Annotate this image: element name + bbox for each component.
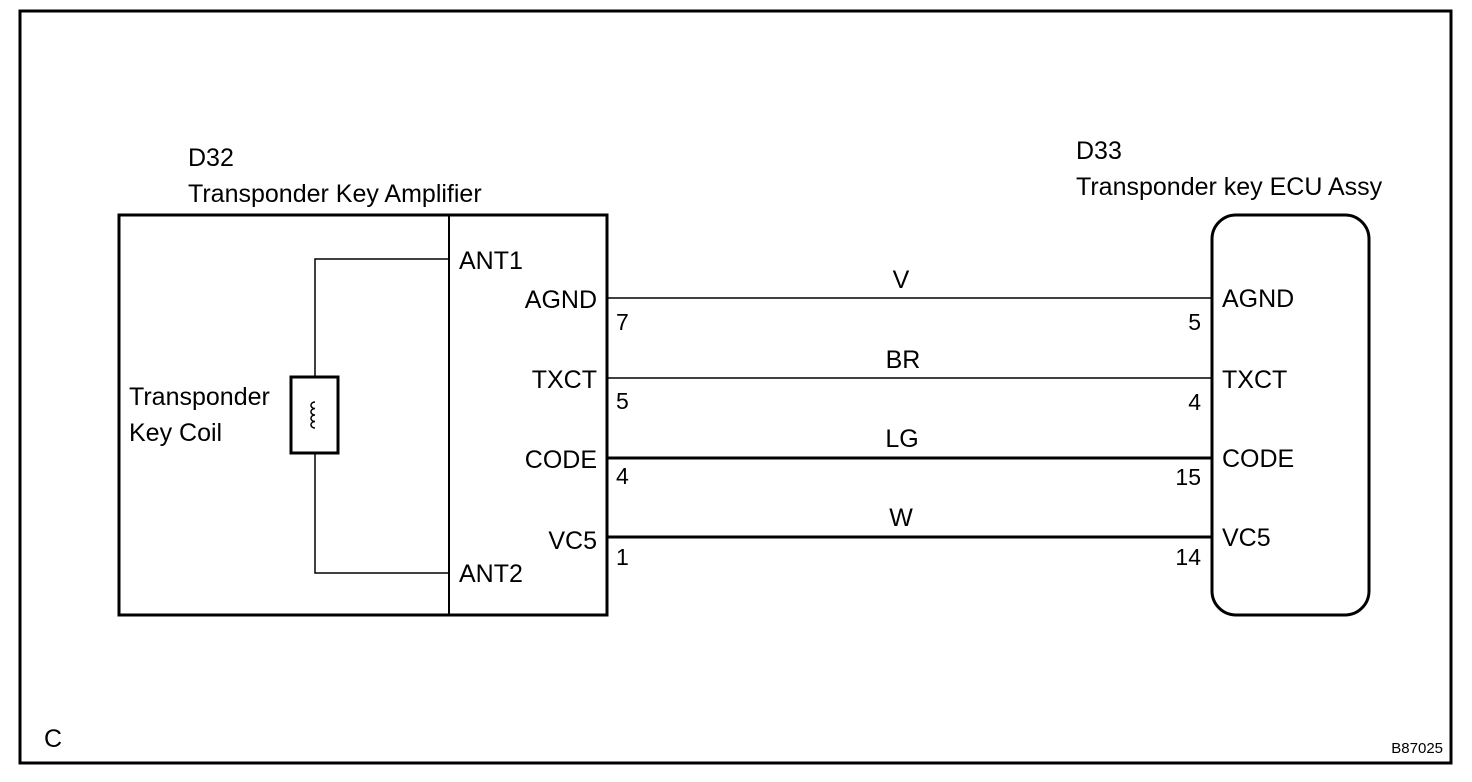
left-signal-label: VC5 [548, 527, 597, 555]
corner-letter: C [44, 725, 62, 753]
left-signal-label: CODE [525, 446, 597, 474]
antenna-pin-label: ANT1 [459, 247, 523, 275]
diagram-frame [18, 9, 1453, 765]
right-pin-number: 14 [1175, 544, 1201, 570]
right-signal-label: CODE [1222, 445, 1294, 473]
left-pin-number: 7 [616, 309, 629, 335]
right-signal-label: VC5 [1222, 524, 1271, 552]
ecu-box [1210, 213, 1371, 617]
coil-wire-top [314, 258, 449, 377]
left-pin-number: 1 [616, 544, 629, 570]
wire-color-code: LG [885, 425, 918, 453]
coil-icon [289, 375, 340, 455]
amplifier-box [117, 213, 609, 617]
amplifier-name: Transponder Key Amplifier [188, 180, 482, 208]
figure-id: B87025 [1391, 740, 1443, 757]
right-pin-number: 4 [1188, 389, 1201, 415]
ecu-name: Transponder key ECU Assy [1076, 173, 1383, 201]
right-pin-number: 5 [1188, 309, 1201, 335]
left-signal-label: AGND [525, 286, 597, 314]
wire-color-code: W [889, 504, 913, 532]
wire-color-code: V [893, 266, 910, 294]
wire-agnd: AGND 7 V 5 AGND [525, 266, 1294, 335]
wire-txct: TXCT 5 BR 4 TXCT [532, 346, 1288, 415]
right-signal-label: AGND [1222, 285, 1294, 313]
left-pin-number: 4 [616, 463, 629, 489]
coil-label-line2: Key Coil [129, 419, 222, 447]
right-pin-number: 15 [1175, 464, 1201, 490]
antenna-pin-label: ANT2 [459, 560, 523, 588]
left-pin-number: 5 [616, 388, 629, 414]
ecu-code: D33 [1076, 137, 1122, 165]
left-signal-label: TXCT [532, 366, 597, 394]
coil-label-line1: Transponder [129, 383, 270, 411]
wire-code: CODE 4 LG 15 CODE [525, 425, 1294, 490]
wire-vc5: VC5 1 W 14 VC5 [548, 504, 1270, 570]
amplifier-code: D32 [188, 144, 234, 172]
wire-color-code: BR [886, 346, 921, 374]
right-signal-label: TXCT [1222, 366, 1287, 394]
coil-wire-bottom [314, 453, 449, 574]
